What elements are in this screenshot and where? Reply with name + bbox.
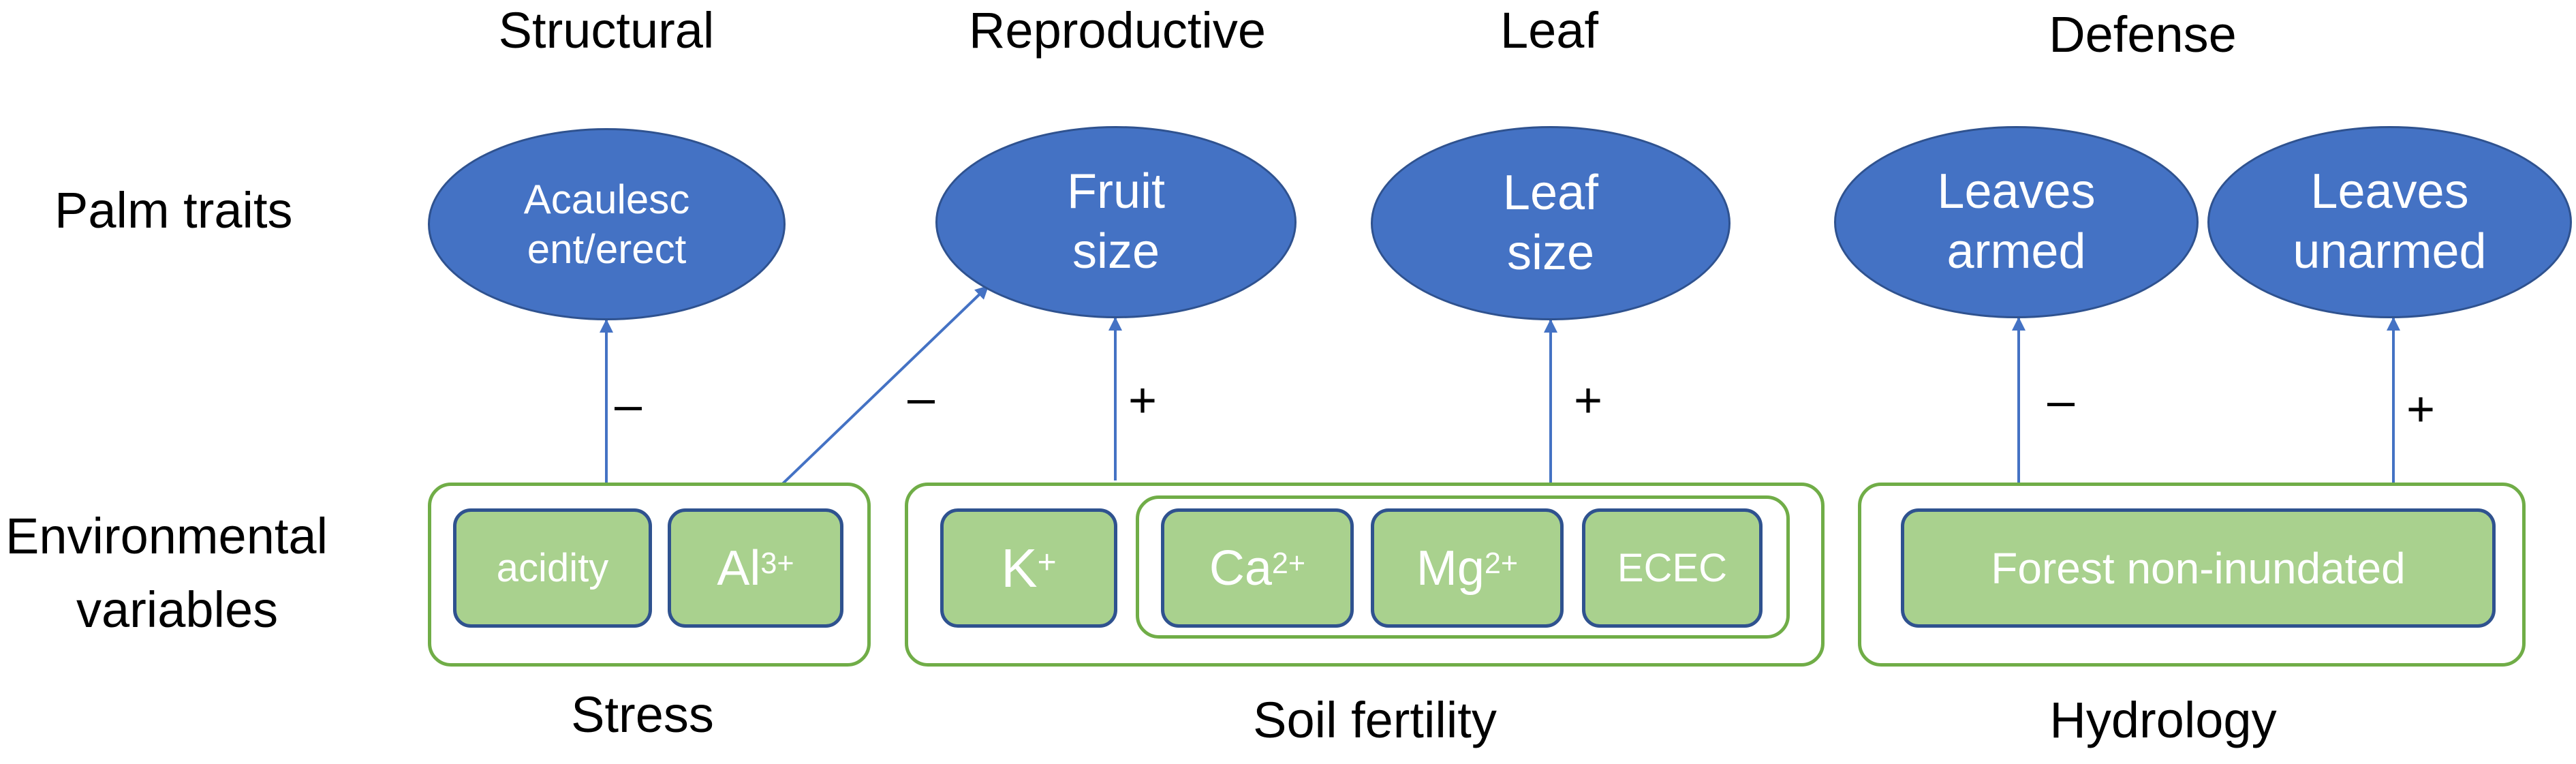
category-leaf: Leaf bbox=[1500, 2, 1599, 59]
variable-ecec: ECEC bbox=[1582, 508, 1763, 628]
variable-potassium: K+ bbox=[940, 508, 1117, 628]
sign-al-fruit-size: – bbox=[907, 371, 935, 425]
group-label-hydrology: Hydrology bbox=[2049, 692, 2277, 748]
sign-forest-leaves-unarmed: + bbox=[2406, 382, 2436, 437]
arrow-al-to-fruit-size bbox=[755, 285, 989, 510]
sign-soil-leaf-size: + bbox=[1574, 373, 1603, 428]
row-label-palm-traits: Palm traits bbox=[55, 182, 293, 239]
category-reproductive: Reproductive bbox=[968, 2, 1267, 59]
category-structural: Structural bbox=[498, 2, 715, 59]
group-label-stress: Stress bbox=[571, 686, 714, 743]
category-defense: Defense bbox=[2049, 6, 2237, 63]
variable-forest-non-inundated: Forest non-inundated bbox=[1901, 508, 2496, 628]
group-label-soil-fertility: Soil fertility bbox=[1253, 692, 1497, 748]
variable-acidity: acidity bbox=[453, 508, 652, 628]
sign-k-fruit-size: + bbox=[1128, 373, 1158, 428]
row-label-variables: variables bbox=[76, 581, 279, 638]
sign-forest-leaves-armed: – bbox=[2047, 373, 2075, 428]
sign-acidity-acaulescent: – bbox=[615, 378, 642, 432]
row-label-environmental: Environmental bbox=[5, 508, 328, 564]
